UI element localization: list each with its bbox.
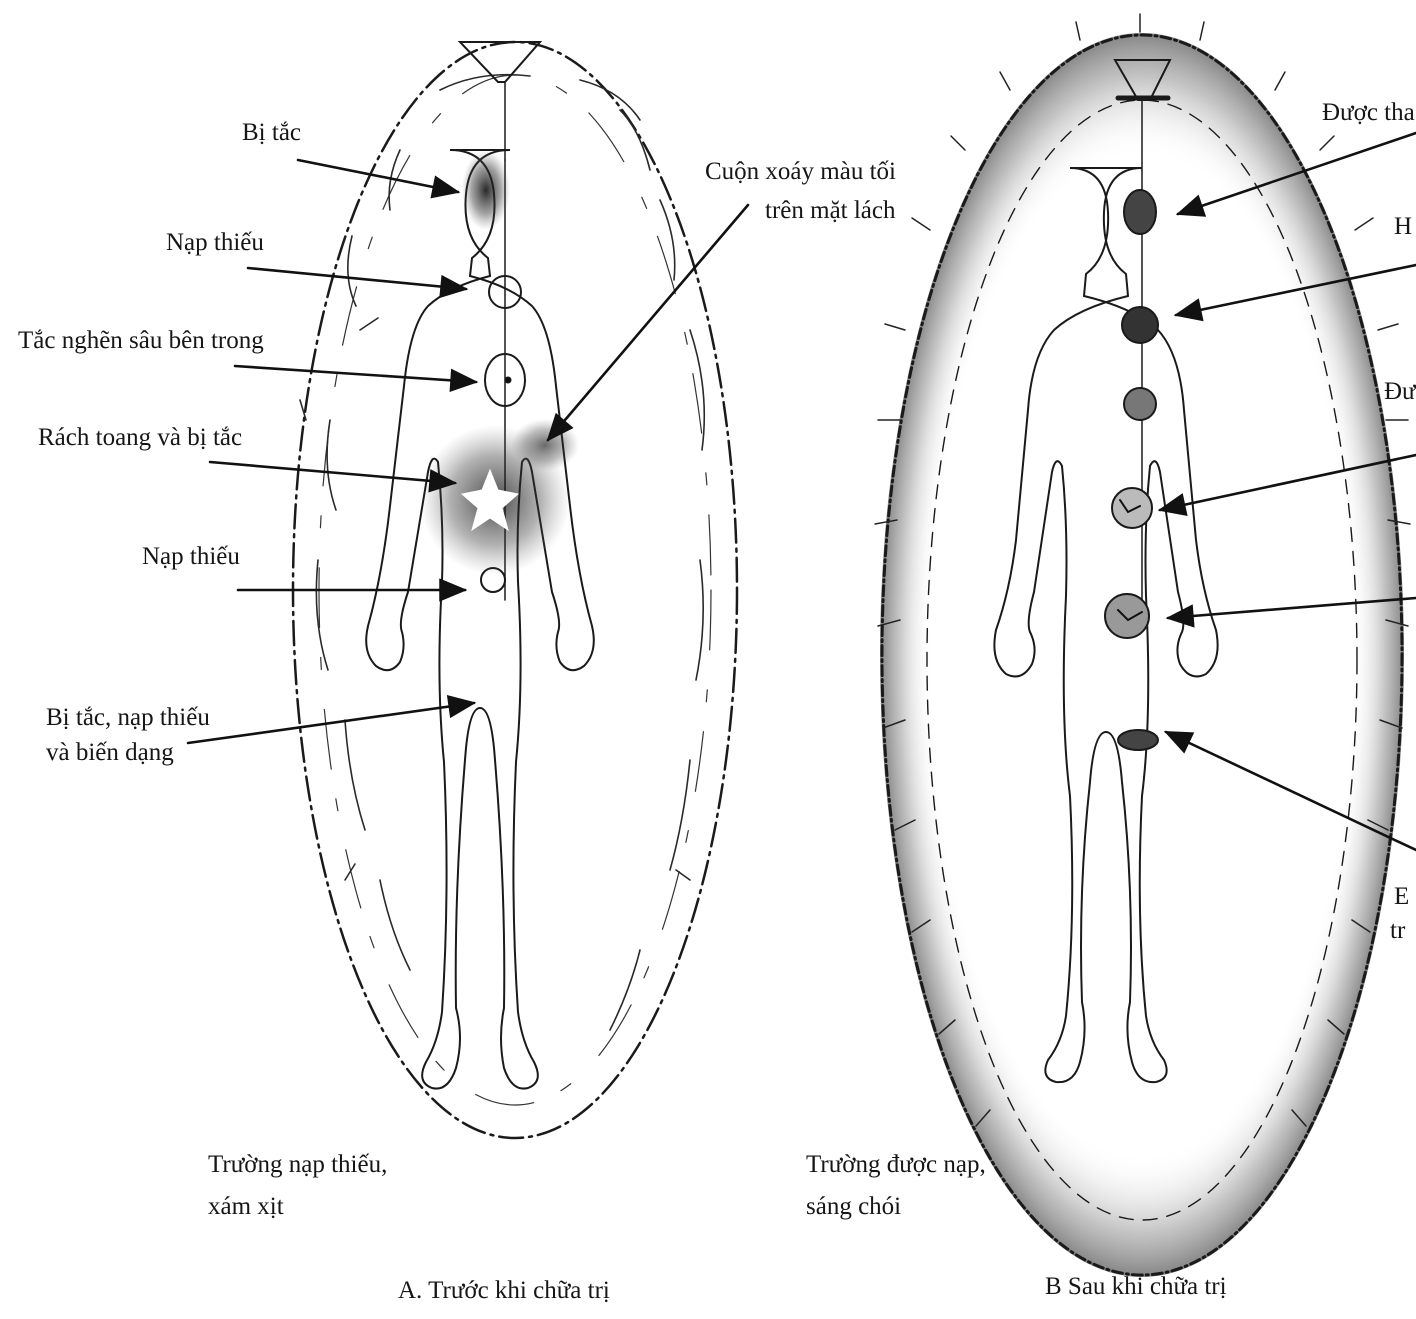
label-cut-h: H xyxy=(1394,212,1412,242)
label-deep-blockage: Tắc nghẽn sâu bên trong xyxy=(18,326,264,356)
brow-dark-blob xyxy=(462,150,510,230)
brow-chakra-b xyxy=(1124,190,1156,234)
field-note-a-line1: Trường nạp thiếu, xyxy=(208,1150,387,1180)
label-leg-blocked-line1: Bị tắc, nạp thiếu xyxy=(46,703,210,733)
label-leg-blocked-line2: và biến dạng xyxy=(46,738,174,768)
label-cleansed: Được tha xyxy=(1322,98,1415,128)
label-spleen-line2: trên mặt lách xyxy=(765,196,896,226)
field-note-a-line2: xám xịt xyxy=(208,1192,284,1222)
figure-a xyxy=(188,42,748,1138)
heart-chakra-b xyxy=(1124,388,1156,420)
figure-b xyxy=(875,14,1416,1277)
label-torn-blocked: Rách toang và bị tắc xyxy=(38,423,242,453)
throat-chakra-b xyxy=(1122,307,1158,343)
label-under-charged-navel: Nạp thiếu xyxy=(142,542,240,572)
label-spleen-line1: Cuộn xoáy màu tối xyxy=(705,157,896,187)
label-blocked-head: Bị tắc xyxy=(242,118,301,148)
label-under-charged-throat: Nạp thiếu xyxy=(166,228,264,258)
label-cut-du: Đư xyxy=(1384,377,1416,407)
caption-figure-a: A. Trước khi chữa trị xyxy=(398,1276,610,1306)
field-note-b-line1: Trường được nạp, xyxy=(806,1150,986,1180)
field-note-b-line2: sáng chói xyxy=(806,1192,901,1222)
navel-chakra-b xyxy=(1105,594,1149,638)
plexus-chakra-b xyxy=(1112,488,1152,528)
caption-figure-b: B Sau khi chữa trị xyxy=(1045,1272,1227,1302)
label-cut-e: E xyxy=(1394,882,1409,912)
label-cut-tr: tr xyxy=(1390,916,1405,946)
base-chakra-b xyxy=(1118,730,1158,750)
spleen-smudge xyxy=(511,419,579,471)
